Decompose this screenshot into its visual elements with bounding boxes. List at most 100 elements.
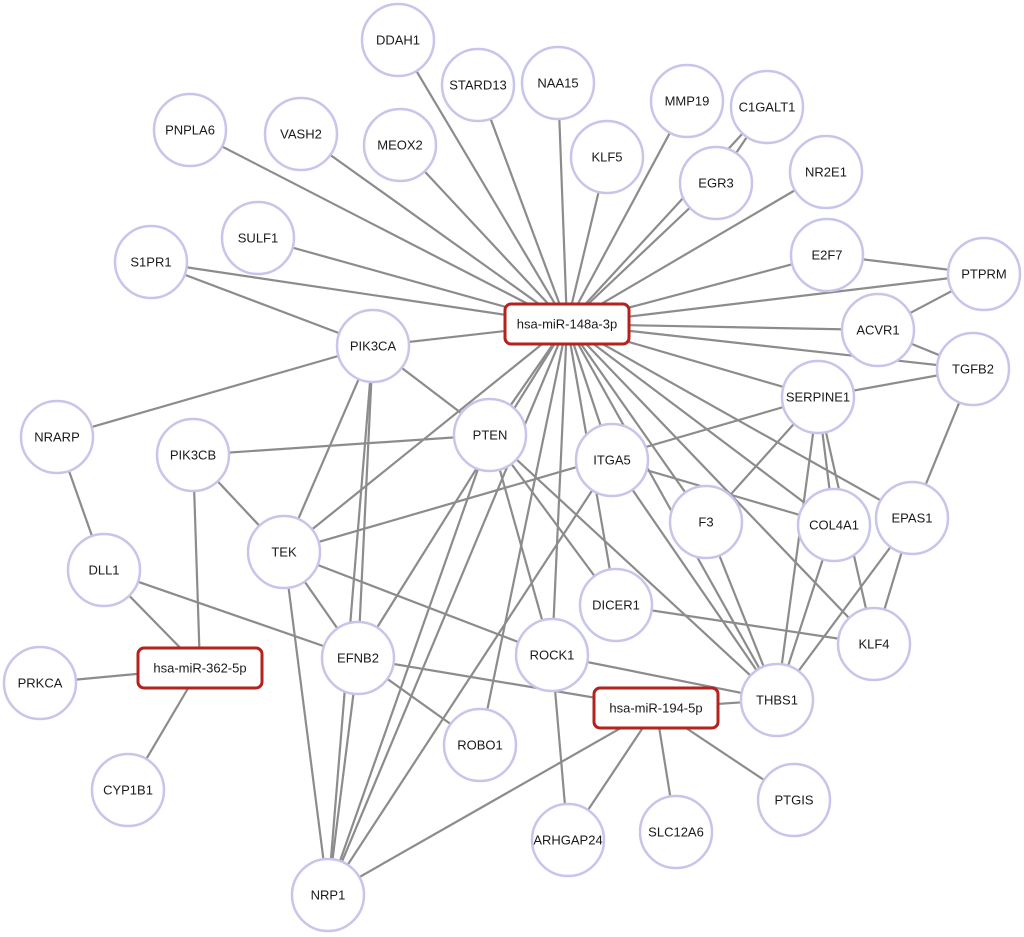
gene-node-circle	[2, 645, 78, 721]
gene-node-robo1: ROBO1	[442, 707, 518, 783]
gene-label: SLC12A6	[648, 825, 704, 840]
gene-label: VASH2	[280, 127, 322, 142]
gene-node-circle	[113, 224, 189, 300]
edge-m148-f3	[566, 323, 707, 523]
gene-node-mmp19: MMP19	[649, 63, 725, 139]
gene-node-circle	[360, 2, 436, 78]
gene-label: ROCK1	[530, 648, 575, 663]
gene-label: MMP19	[665, 94, 710, 109]
gene-node-cyp1b1: CYP1B1	[90, 752, 166, 828]
gene-label: EPAS1	[892, 511, 933, 526]
edge-epas1-thbs1	[776, 517, 913, 701]
gene-label: NRP1	[311, 888, 346, 903]
gene-node-circle	[66, 532, 142, 608]
gene-node-circle	[796, 487, 872, 563]
gene-node-circle	[756, 762, 832, 838]
edge-m148-c1galt1	[566, 106, 768, 325]
gene-node-circle	[574, 422, 650, 498]
gene-node-circle	[220, 200, 296, 276]
gene-node-circle	[678, 145, 754, 221]
edge-m148-mmp19	[566, 100, 688, 325]
mirna-node-box	[503, 302, 631, 346]
edge-m194-nrp1	[327, 707, 657, 896]
gene-node-acvr1: ACVR1	[840, 292, 916, 368]
gene-label: THBS1	[756, 693, 798, 708]
gene-node-circle	[452, 397, 528, 473]
edge-m148-vash2	[300, 133, 568, 325]
gene-node-slc12a6: SLC12A6	[638, 794, 714, 870]
gene-label: E2F7	[811, 248, 842, 263]
gene-node-circle	[789, 217, 865, 293]
gene-node-circle	[514, 617, 590, 693]
edge-pik3cb-pten	[192, 433, 491, 457]
gene-label: COL4A1	[809, 518, 859, 533]
gene-label: PTEN	[473, 428, 508, 443]
gene-node-circle	[780, 359, 856, 435]
gene-node-nr2e1: NR2E1	[788, 134, 864, 210]
edge-m148-col4a1	[566, 323, 835, 526]
gene-node-egr3: EGR3	[678, 145, 754, 221]
edge-efnb2-nrp1	[326, 657, 360, 896]
gene-label: PTGIS	[774, 793, 813, 808]
gene-node-ddah1: DDAH1	[360, 2, 436, 78]
gene-label: ARHGAP24	[533, 833, 602, 848]
edge-m148-rock1	[550, 323, 569, 656]
gene-node-klf4: KLF4	[836, 606, 912, 682]
gene-node-c1galt1: C1GALT1	[729, 69, 805, 145]
gene-label: DICER1	[592, 598, 640, 613]
gene-node-pik3ca: PIK3CA	[335, 308, 411, 384]
gene-label: C1GALT1	[739, 100, 796, 115]
gene-label: EGR3	[698, 176, 733, 191]
mirna-node-box	[592, 686, 720, 730]
edge-m148-robo1	[478, 323, 569, 746]
edge-m148-s1pr1	[150, 260, 568, 326]
gene-label: NR2E1	[805, 165, 847, 180]
gene-node-circle	[335, 308, 411, 384]
edge-pten-rock1	[488, 434, 554, 656]
edge-m148-efnb2	[357, 323, 568, 659]
gene-node-circle	[638, 794, 714, 870]
edge-dll1-efnb2	[103, 568, 359, 660]
gene-label: NRARP	[34, 430, 80, 445]
gene-label: SULF1	[238, 231, 278, 246]
mirna-label: hsa-miR-148a-3p	[517, 317, 617, 332]
gene-node-vash2: VASH2	[263, 96, 339, 172]
gene-node-epas1: EPAS1	[874, 480, 950, 556]
gene-node-pten: PTEN	[452, 397, 528, 473]
gene-label: TEK	[271, 545, 297, 560]
gene-node-circle	[246, 514, 322, 590]
edge-m148-naa15	[556, 82, 569, 325]
gene-label: F3	[698, 515, 713, 530]
gene-label: KLF4	[858, 637, 889, 652]
gene-node-circle	[578, 567, 654, 643]
edge-m148-tek	[283, 323, 568, 553]
gene-node-pik3cb: PIK3CB	[155, 417, 231, 493]
gene-node-ptprm: PTPRM	[946, 236, 1022, 312]
gene-node-naa15: NAA15	[520, 45, 596, 121]
edge-m148-ptprm	[566, 272, 985, 326]
edge-m148-ddah1	[397, 39, 568, 325]
gene-node-sulf1: SULF1	[220, 200, 296, 276]
gene-label: DDAH1	[376, 33, 420, 48]
gene-node-circle	[290, 857, 366, 933]
gene-node-serpine1: SERPINE1	[780, 359, 856, 435]
gene-node-rock1: ROCK1	[514, 617, 590, 693]
gene-label: EFNB2	[337, 651, 379, 666]
gene-node-prkca: PRKCA	[2, 645, 78, 721]
gene-node-arhgap24: ARHGAP24	[530, 802, 606, 878]
gene-node-pnpla6: PNPLA6	[152, 92, 228, 168]
edge-serpine1-thbs1	[775, 396, 820, 701]
gene-node-circle	[263, 96, 339, 172]
gene-label: NAA15	[537, 76, 578, 91]
edge-m148-klf4	[566, 323, 875, 645]
gene-label: STARD13	[449, 78, 507, 93]
gene-node-f3: F3	[668, 484, 744, 560]
edge-s1pr1-pik3ca	[150, 260, 374, 348]
gene-node-circle	[649, 63, 725, 139]
mirna-node-box	[136, 646, 264, 690]
gene-node-circle	[788, 134, 864, 210]
gene-label: PTPRM	[961, 267, 1007, 282]
gene-node-circle	[840, 292, 916, 368]
